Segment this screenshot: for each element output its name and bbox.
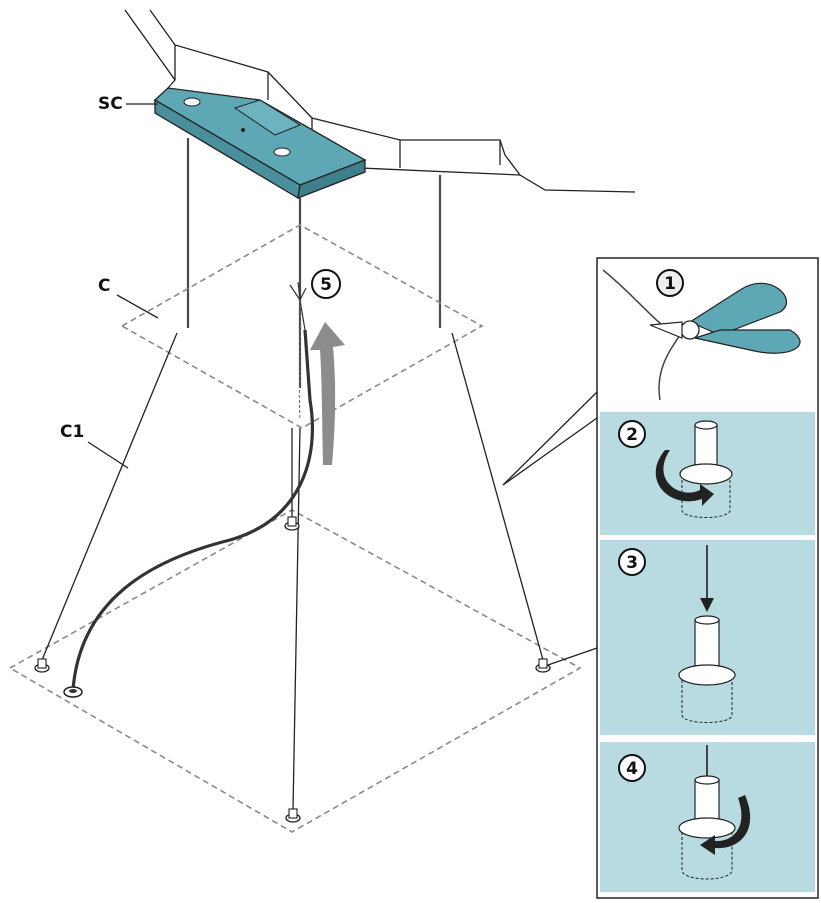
ceiling-canopy (153, 87, 367, 200)
label-c1: C1 (60, 422, 84, 442)
svg-text:3: 3 (626, 553, 638, 573)
power-cable (71, 281, 314, 691)
rod-insert-icon (678, 545, 736, 723)
cutter-icon (649, 282, 801, 354)
detail-panel: 1 2 3 (596, 257, 819, 899)
lift-arrow (310, 322, 345, 465)
step-5-badge: 5 (311, 269, 341, 299)
detail-step-2: 2 (600, 412, 815, 535)
callout-connectors (502, 391, 598, 666)
svg-text:4: 4 (626, 759, 638, 779)
ferrule-tighten-icon (678, 745, 751, 880)
svg-text:5: 5 (320, 275, 332, 295)
ferrule-unscrew-icon (655, 420, 733, 518)
svg-text:2: 2 (626, 425, 638, 445)
detail-step-1: 1 (602, 269, 801, 401)
detail-step-4: 4 (600, 742, 815, 892)
ferrules (34, 516, 551, 823)
label-c: C (98, 276, 110, 296)
lower-cables (41, 332, 544, 811)
upper-frame-plane (120, 224, 484, 429)
detail-step-3: 3 (600, 540, 815, 735)
lower-frame-plane (8, 509, 582, 833)
part-labels: SC C C1 (60, 94, 159, 469)
label-sc: SC (98, 94, 123, 114)
svg-text:1: 1 (664, 274, 676, 294)
